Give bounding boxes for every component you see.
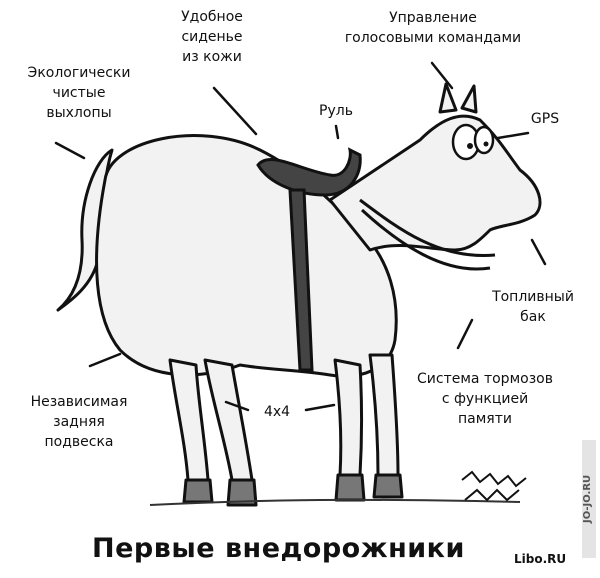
- label-line: Управление: [389, 10, 477, 26]
- pointer-voice: [430, 61, 454, 90]
- pointer-suspension: [88, 352, 122, 368]
- pointer-brakes: [456, 318, 474, 350]
- label-line: задняя: [53, 414, 105, 430]
- watermark-strip: [582, 440, 596, 558]
- pupil: [467, 143, 473, 149]
- label-4x4: 4x4: [250, 402, 304, 422]
- label-line: сиденье: [181, 29, 243, 45]
- label-line: Топливный: [492, 289, 574, 305]
- label-line: 4x4: [263, 404, 291, 420]
- label-line: бак: [520, 309, 546, 325]
- pointer-4x4-right: [304, 403, 336, 412]
- label-line: Экологически: [27, 65, 131, 81]
- label-line: голосовыми командами: [344, 30, 522, 46]
- label-line: с функцией: [441, 391, 529, 407]
- site-credit: Libo.RU: [514, 552, 567, 566]
- label-comfortable-seat: Удобное сиденье из кожи: [152, 7, 272, 67]
- rear-leg-right: [203, 358, 254, 482]
- label-fuel-tank: Топливный бак: [474, 287, 592, 327]
- artist-signature: [461, 470, 527, 502]
- label-line: выхлопы: [46, 105, 112, 121]
- ear-right: [460, 84, 478, 114]
- pointer-exhaust: [54, 141, 86, 160]
- caption-title: Первые внедорожники: [92, 533, 465, 564]
- label-line: чистые: [52, 85, 106, 101]
- front-leg-left: [333, 358, 363, 477]
- ear-left: [438, 82, 458, 114]
- reins: [359, 198, 496, 258]
- girth-strap: [288, 188, 314, 372]
- hoof: [182, 478, 214, 504]
- hoof: [334, 473, 366, 502]
- label-line: Независимая: [30, 394, 128, 410]
- pointer-4x4-left: [224, 400, 250, 412]
- label-gps: GPS: [520, 109, 570, 129]
- pointer-seat: [212, 86, 258, 136]
- rear-leg-left: [168, 358, 210, 482]
- pointer-fuel: [530, 238, 547, 266]
- label-line: из кожи: [182, 49, 242, 65]
- label-line: памяти: [458, 411, 512, 427]
- label-independent-suspension: Независимая задняя подвеска: [4, 392, 154, 452]
- label-voice-control: Управление голосовыми командами: [308, 8, 558, 48]
- label-line: Удобное: [181, 9, 243, 25]
- label-eco-exhaust: Экологически чистые выхлопы: [4, 63, 154, 123]
- label-line: подвеска: [44, 434, 114, 450]
- pupil: [483, 141, 489, 147]
- eye-right: [473, 125, 495, 155]
- label-steering-wheel: Руль: [306, 101, 366, 121]
- reins: [360, 208, 491, 271]
- label-line: Руль: [319, 103, 353, 119]
- ground-line: [149, 498, 521, 506]
- label-line: GPS: [530, 111, 560, 127]
- front-leg-right: [368, 353, 400, 477]
- hoof: [372, 473, 404, 499]
- label-brake-system: Система тормозов с функцией памяти: [400, 369, 570, 429]
- hoof: [226, 478, 258, 507]
- pointer-gps: [496, 131, 530, 140]
- label-line: Система тормозов: [417, 371, 553, 387]
- pointer-wheel: [334, 124, 340, 140]
- watermark-text: JO-JO.RU: [582, 474, 593, 524]
